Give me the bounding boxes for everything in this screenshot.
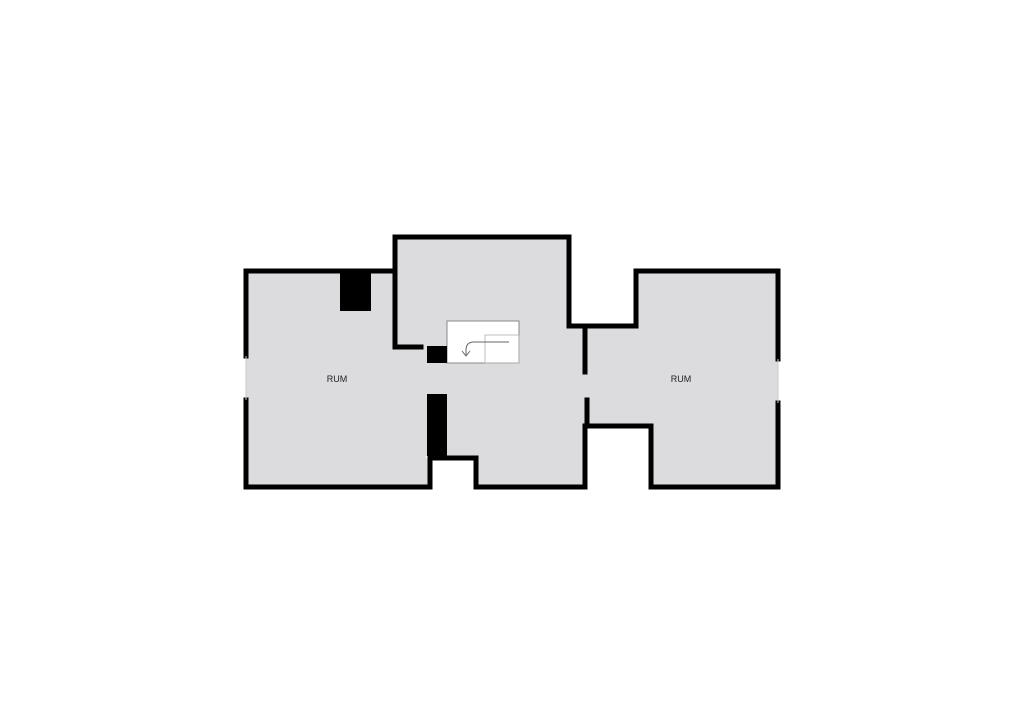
- room-label-left: RUM: [327, 374, 348, 384]
- walls: [243, 234, 781, 490]
- windows: [245, 356, 779, 403]
- left-room-wall-bottom: [243, 397, 588, 490]
- chimney-block: [340, 271, 371, 311]
- middle-room-wall: [392, 234, 588, 375]
- right-room-wall-top: [582, 268, 781, 362]
- column-block: [427, 346, 447, 363]
- right-room-wall-bottom: [584, 397, 781, 490]
- stair-arrow-icon: [461, 341, 509, 357]
- room-label-right: RUM: [671, 374, 692, 384]
- solid-blocks: [340, 271, 447, 456]
- staircase: [446, 320, 520, 364]
- wall-pier: [427, 394, 447, 456]
